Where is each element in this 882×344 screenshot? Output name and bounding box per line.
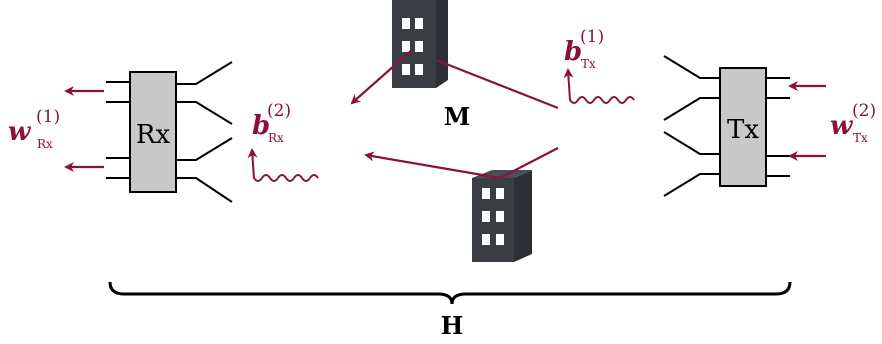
rx-box: [129, 71, 177, 193]
path-tx-to-top-building: [435, 58, 559, 110]
svg-text:Rx: Rx: [37, 137, 53, 151]
svg-text:(1): (1): [36, 107, 60, 127]
svg-text:Tx: Tx: [853, 131, 868, 145]
tx-label: Tx: [727, 115, 759, 145]
svg-text:(2): (2): [267, 101, 291, 121]
svg-text:(2): (2): [852, 101, 876, 121]
building-icon: [472, 170, 532, 262]
svg-text:w: w: [830, 111, 854, 141]
wavy-arrow-b-tx: [563, 68, 635, 104]
svg-text:Tx: Tx: [581, 57, 596, 71]
rx-label: Rx: [136, 120, 171, 150]
label-b-rx: b (2) Rx: [252, 101, 291, 145]
tx-antenna-block: Tx: [663, 55, 826, 197]
label-m: M: [444, 102, 471, 131]
tx-box: [719, 67, 767, 187]
rx-output-arrows: [64, 86, 104, 172]
tx-ports: [663, 55, 790, 197]
svg-text:Rx: Rx: [268, 131, 284, 145]
label-w-rx: w (1) Rx: [8, 107, 60, 151]
tx-input-arrows: [788, 81, 826, 161]
wavy-arrow-b-rx: [247, 148, 319, 182]
label-h: H: [441, 311, 464, 340]
label-b-tx: b (1) Tx: [564, 27, 604, 71]
building-icon: [392, 0, 448, 88]
path-top-building-to-rx: [350, 49, 413, 105]
svg-text:b: b: [252, 111, 270, 141]
rx-ports: [106, 61, 233, 203]
propagation-paths: [350, 49, 559, 180]
path-bottom-building-to-rx: [364, 151, 501, 180]
label-w-tx: w (2) Tx: [830, 101, 876, 145]
underbrace: [108, 281, 792, 305]
svg-text:(1): (1): [580, 27, 604, 47]
svg-text:b: b: [564, 37, 582, 67]
svg-text:w: w: [8, 117, 32, 147]
rx-antenna-block: Rx: [64, 61, 233, 203]
path-tx-to-bottom-building: [499, 147, 559, 179]
